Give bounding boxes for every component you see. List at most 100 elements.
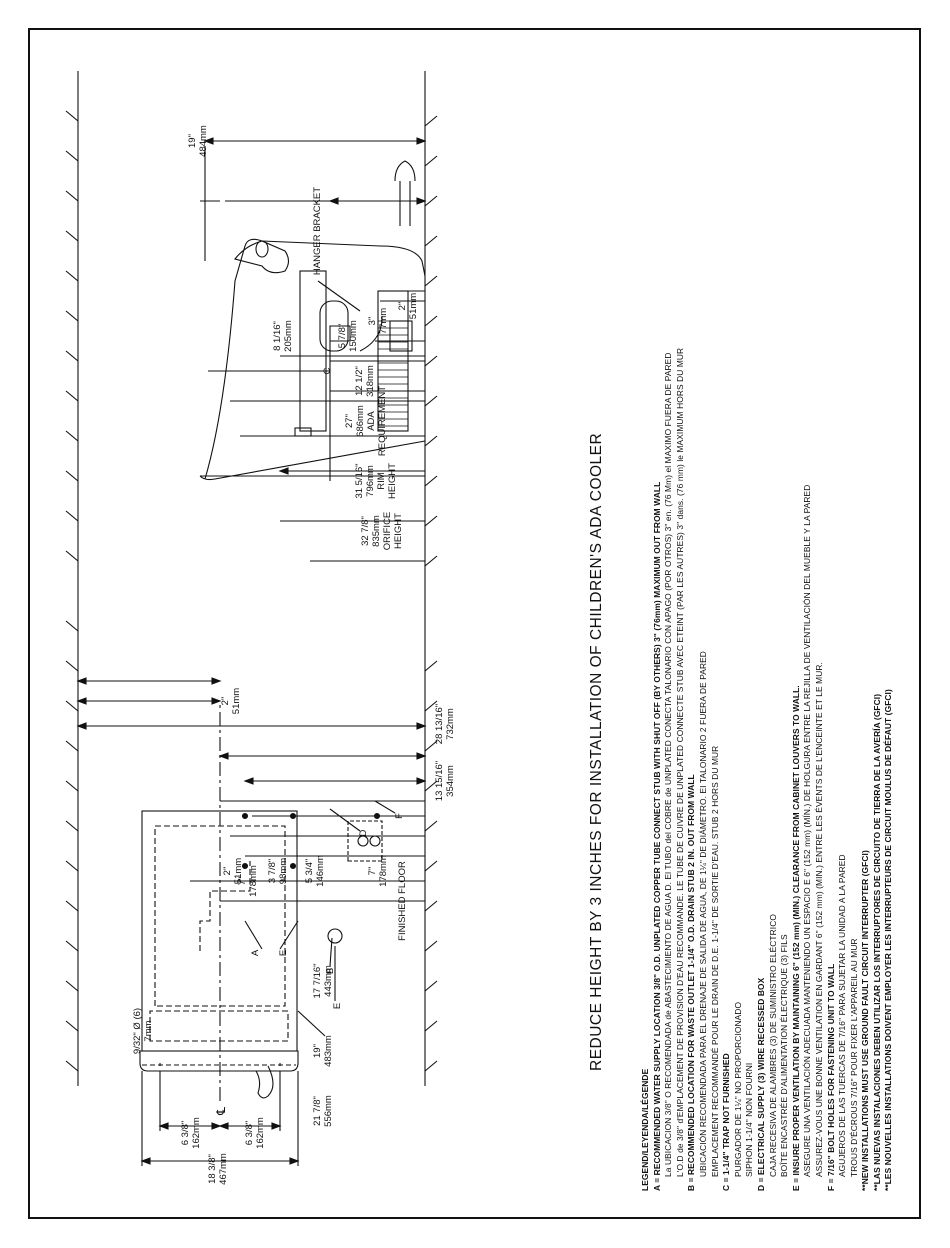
legend-line: F = 7/16" BOLT HOLES FOR FASTENING UNIT … [825, 963, 836, 1191]
front-dim-7-left-mm: 178mm [248, 865, 259, 897]
legend-line: **LAS NUEVAS INSTALACIONES DEBEN UTILIZA… [871, 693, 882, 1191]
front-dim-3-7-8-mm: 98mm [278, 858, 289, 884]
legend-line: EMPLACEMENT RECOMMANDÉ POUR LE DRAIN DE … [709, 745, 720, 1177]
side-cabinet-back [199, 440, 426, 481]
side-cabinet-body [204, 238, 426, 480]
front-dim-7-left-in: 7" [237, 877, 248, 886]
leader-hanger-bracket [317, 280, 361, 312]
installation-drawing: 18 3/8" 467mm 6 3/8" 162mm 6 3/8" 162mm … [65, 71, 456, 1185]
side-dim-12-mm: 318mm [365, 365, 376, 397]
side-dim-2-in: 2" [397, 302, 408, 311]
side-dim-27-ada: ADA [366, 411, 377, 431]
front-dim-7-right-mm: 178mm [378, 855, 389, 887]
side-dim-32-mm: 835mm [371, 515, 382, 547]
front-dim-top-2-mm: 51mm [231, 688, 242, 714]
front-dim-19-mm: 483mm [323, 1035, 334, 1067]
front-bolt-hole-2 [289, 862, 297, 870]
legend-line: La UBICACION 3/8" O RECOMENDADA de ABAST… [663, 352, 674, 1177]
side-bubbler [234, 240, 290, 274]
drawing-rotated-sheet: 18 3/8" 467mm 6 3/8" 162mm 6 3/8" 162mm … [30, 30, 923, 1221]
front-dim-21-in: 21 7/8" [312, 1096, 323, 1126]
legend-line: UBICACIÓN RECOMENDADA PARA EL DRENAJE DE… [697, 651, 708, 1177]
front-floor-hatch [424, 660, 438, 1072]
side-dim-19-in: 19" [187, 134, 198, 148]
front-callout-a: A [250, 949, 261, 956]
front-dim-7-right-in: 7" [367, 867, 378, 876]
legend-line: A = RECOMMENDED WATER SUPPLY LOCATION 3/… [651, 481, 662, 1191]
side-dim-27-mm: 686mm [355, 405, 366, 437]
legend-line: LEGEND/LEYENDA/LÉGENDE [640, 1068, 650, 1191]
side-dim-32-orifice: ORIFICE [382, 512, 393, 551]
front-dim-5-3-4-mm: 146mm [315, 855, 326, 887]
legend-line: B = RECOMMENDED LOCATION FOR WASTE OUTLE… [686, 774, 697, 1191]
side-supply-pipe [380, 290, 425, 302]
leader-e-top [279, 920, 299, 950]
front-dim-3-7-8-in: 3 7/8" [267, 859, 278, 884]
front-callout-e-bottom: E [332, 1003, 343, 1009]
front-callout-d: D [358, 829, 369, 836]
front-bubbler [255, 1065, 274, 1099]
side-valve-button [294, 427, 312, 437]
legend-line: **LES NOUVELLES INSTALLATIONS DOIVENT EM… [883, 689, 894, 1191]
side-valve-box [389, 320, 413, 352]
legend-line: PURGADOR DE 1¼" NO PROPORCIONADO [732, 1001, 743, 1177]
side-dim-3-in: 3" [367, 317, 378, 326]
side-dim-27-in: 27" [344, 414, 355, 428]
side-wall-hatch [424, 115, 438, 567]
front-dim-width-in: 18 3/8" [207, 1154, 218, 1184]
legend-line: AGUJEROS DE LAS TUERCAS DE 7/16" PARA SU… [837, 854, 848, 1177]
side-floor-hatch [65, 110, 79, 562]
side-dim-5-7-8-mm: 150mm [348, 320, 359, 352]
front-basin-outline [139, 1050, 299, 1072]
front-dim-2-in: 2" [222, 867, 233, 876]
side-dim-2-mm: 51mm [408, 293, 419, 319]
legend-line: **NEW INSTALLATIONS MUST USE GROUND FAUL… [860, 850, 871, 1191]
side-dim-3-mm: 77mm [378, 308, 389, 334]
page-title: REDUCE HEIGHT BY 3 INCHES FOR INSTALLATI… [588, 432, 605, 1071]
side-dim-8-in: 8 1/16" [272, 321, 283, 351]
front-dim-top-2-in: 2" [220, 697, 231, 706]
front-dim-17-in: 17 7/16" [312, 963, 323, 998]
leader-f [374, 800, 396, 814]
leader-b [329, 937, 333, 967]
front-bolt-hole-3 [241, 812, 249, 820]
side-upper-panel [299, 270, 327, 432]
front-centerline-symbol: ℄ [214, 1107, 228, 1116]
front-drain-hole [327, 928, 343, 944]
legend-line: C = 1-1/4" TRAP NOT FURNISHED [721, 1053, 732, 1191]
legend-line: L'O.D de 3/8" d'EMPLACEMENT DE PROVISION… [674, 347, 685, 1177]
side-dim-31-in: 31 5/16" [354, 463, 365, 498]
side-dim-5-7-8-in: 5 7/8" [337, 324, 348, 349]
legend-line: BOÎTE ENCASTRÉE D'ALIMENTATION ÉLECTRIQU… [779, 934, 790, 1177]
legend-line: SIPHON 1-1/4" NON FOURNI [744, 1062, 755, 1177]
front-finished-floor: FINISHED FLOOR [397, 861, 408, 941]
front-dim-half-left-in: 6 3/8" [180, 1121, 191, 1146]
front-dim-height-mm: 732mm [445, 708, 456, 740]
front-dim-21-mm: 556mm [323, 1095, 334, 1127]
side-dim-8-mm: 205mm [283, 320, 294, 352]
leader-bolt-holes [297, 1010, 326, 1037]
front-dim-5-3-4-in: 5 3/4" [304, 859, 315, 884]
front-bolt-holes-mm: 7mm [143, 1020, 154, 1041]
front-dim-half-right-in: 6 3/8" [244, 1121, 255, 1146]
legend-line: TROUS D'ÉCROUS 7/16" POUR FIXER L'APPARE… [848, 938, 859, 1177]
side-dim-31-mm: 796mm [365, 465, 376, 497]
front-dim-height-in: 28 13/16" [434, 704, 445, 744]
leader-a [244, 920, 263, 950]
side-dim-31-rim: RIM [376, 472, 387, 490]
front-dim-13-in: 13 15/16" [434, 761, 445, 801]
front-dim-width-mm: 467mm [218, 1153, 229, 1185]
front-bolt-hole-1 [241, 862, 249, 870]
side-dim-12-in: 12 1/2" [354, 366, 365, 396]
leader-d [329, 808, 361, 832]
front-bolt-holes-label: 9/32" Ø (6) [132, 1008, 143, 1054]
front-wall-hatch [65, 620, 79, 1072]
side-dim-19-mm: 484mm [198, 125, 209, 157]
side-dim-32-height: HEIGHT [393, 513, 404, 549]
drawing-frame: 18 3/8" 467mm 6 3/8" 162mm 6 3/8" 162mm … [28, 28, 921, 1219]
legend-line: ASSUREZ-VOUS UNE BONNE VENTILATION EN GA… [813, 662, 824, 1177]
side-dim-31-height: HEIGHT [387, 463, 398, 499]
front-dim-half-right-mm: 162mm [255, 1117, 266, 1149]
front-callout-e-top: E [278, 950, 289, 956]
front-callout-b: B [325, 968, 336, 974]
